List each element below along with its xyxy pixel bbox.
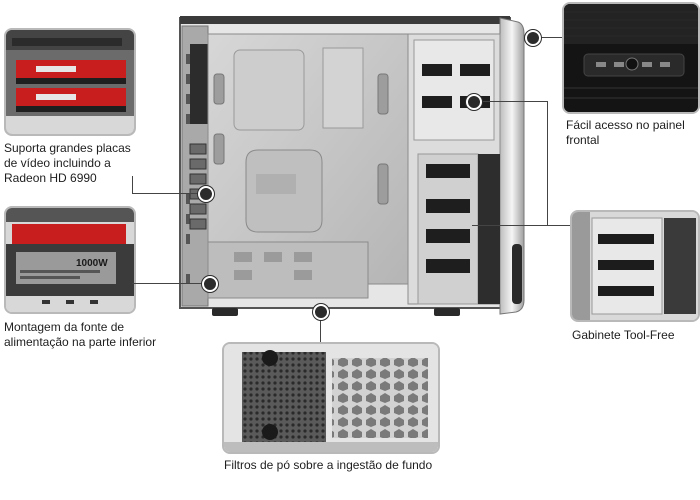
drivebay-connector-h1 (480, 101, 548, 102)
front-panel-marker (525, 30, 541, 46)
dust-connector (320, 312, 321, 342)
toolfree-thumb (570, 210, 700, 322)
graphics-connector-h (132, 193, 205, 194)
dust-filter-thumb (222, 342, 440, 454)
graphics-caption: Suporta grandes placas de vídeo incluind… (4, 141, 131, 185)
drivebay-marker (466, 94, 482, 110)
front-panel-caption: Fácil acesso no painel frontal (566, 118, 685, 147)
graphics-card-thumb (4, 28, 136, 136)
dust-marker (313, 304, 329, 320)
front-panel-thumb (562, 2, 700, 114)
case-image (178, 14, 526, 320)
dust-filter-caption: Filtros de pó sobre a ingestão de fundo (224, 458, 433, 472)
psu-caption: Montagem da fonte de alimentação na part… (4, 320, 157, 349)
graphics-marker (198, 186, 214, 202)
toolfree-connector (472, 225, 570, 226)
front-panel-connector (528, 37, 562, 38)
psu-thumb: 1000W (4, 206, 136, 314)
toolfree-caption: Gabinete Tool-Free (572, 328, 675, 342)
graphics-connector (132, 176, 133, 194)
drivebay-connector-v (547, 101, 548, 225)
psu-connector (132, 283, 205, 284)
psu-marker (202, 276, 218, 292)
psu-label: 1000W (76, 258, 108, 269)
